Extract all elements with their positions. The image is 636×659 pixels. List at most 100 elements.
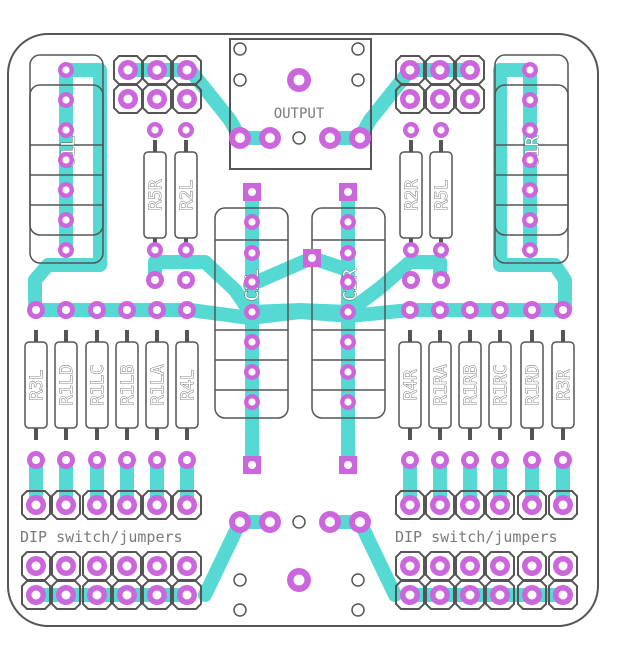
c1r-pad bbox=[522, 152, 538, 168]
input-jack-pad bbox=[229, 511, 251, 533]
c1r-pad bbox=[522, 92, 538, 108]
dip-pad bbox=[460, 585, 480, 605]
header-pad bbox=[430, 60, 450, 80]
resistor-r1rd: R1RD bbox=[520, 330, 544, 440]
resistor-r1ra-label: R1RA bbox=[431, 365, 451, 406]
c2l-pad bbox=[244, 274, 260, 290]
dip-pad bbox=[177, 495, 197, 515]
dip-pad bbox=[56, 556, 76, 576]
resistor-r1rc: R1RC bbox=[488, 330, 512, 440]
c1l-pad bbox=[58, 62, 74, 78]
dip-pad bbox=[87, 585, 107, 605]
c2l-pad bbox=[244, 214, 260, 230]
dip-pad bbox=[522, 585, 542, 605]
dip-pad bbox=[26, 556, 46, 576]
resistor-pad bbox=[177, 271, 195, 289]
output-jack-pad bbox=[229, 127, 251, 149]
resistor-r1la-label: R1LA bbox=[148, 365, 168, 406]
dip-pad bbox=[553, 585, 573, 605]
resistor-r3r: R3R bbox=[551, 330, 575, 440]
c1l-pad bbox=[58, 182, 74, 198]
resistor-r1rd-label: R1RD bbox=[523, 365, 543, 406]
header-pad bbox=[460, 60, 480, 80]
c2r-square-pad bbox=[339, 456, 357, 474]
dip-pad bbox=[26, 495, 46, 515]
header-pad bbox=[147, 60, 167, 80]
input-jack-pad bbox=[319, 511, 341, 533]
resistor-r1rb: R1RB bbox=[458, 330, 482, 440]
resistor-row-pad bbox=[178, 451, 196, 469]
c1r-pad bbox=[522, 242, 538, 258]
resistor-pad bbox=[146, 271, 164, 289]
bridge-pad bbox=[303, 249, 321, 267]
resistor-pad bbox=[178, 242, 194, 258]
c2r-pad bbox=[340, 394, 356, 410]
c2r-pad bbox=[340, 274, 356, 290]
dip-pad bbox=[177, 585, 197, 605]
bottom-jack-holes bbox=[233, 515, 365, 617]
resistor-pad bbox=[403, 122, 419, 138]
resistor-row-pad bbox=[118, 301, 136, 319]
dip-pad bbox=[460, 556, 480, 576]
dip-pad bbox=[87, 495, 107, 515]
resistor-r1lc: R1LC bbox=[85, 330, 109, 440]
c2l-pad bbox=[244, 245, 260, 261]
capacitor-c1l-body bbox=[29, 54, 104, 264]
resistor-pad bbox=[403, 242, 419, 258]
top-resistors: R5R R2L R2R R5L bbox=[143, 140, 453, 250]
resistor-r5r-label: R5R bbox=[146, 179, 166, 210]
dip-pad bbox=[56, 585, 76, 605]
resistor-r1rc-label: R1RC bbox=[491, 365, 511, 406]
resistor-row-pad bbox=[57, 301, 75, 319]
resistor-r2l-label: R2L bbox=[177, 180, 197, 211]
dip-pad bbox=[147, 495, 167, 515]
resistor-row-pad bbox=[178, 301, 196, 319]
c1l-pad bbox=[58, 242, 74, 258]
header-pad bbox=[147, 89, 167, 109]
dip-pad bbox=[56, 495, 76, 515]
output-label: OUTPUT bbox=[274, 106, 325, 122]
resistor-row-pad bbox=[118, 451, 136, 469]
dip-pad bbox=[87, 556, 107, 576]
header-pad bbox=[460, 89, 480, 109]
dip-pad bbox=[490, 556, 510, 576]
dip-pad bbox=[117, 495, 137, 515]
dip-pad bbox=[430, 585, 450, 605]
resistor-pad bbox=[433, 122, 449, 138]
resistor-r5r: R5R bbox=[143, 140, 167, 250]
dip-pad bbox=[522, 495, 542, 515]
resistor-r2r-label: R2R bbox=[402, 179, 422, 210]
c2r-pad bbox=[340, 304, 356, 320]
resistor-r4r-label: R4R bbox=[401, 369, 421, 400]
c1l-pad bbox=[58, 152, 74, 168]
resistor-r5l: R5L bbox=[429, 140, 453, 250]
resistor-r1rb-label: R1RB bbox=[461, 365, 481, 406]
resistor-row-pad bbox=[431, 451, 449, 469]
c1r-pad bbox=[522, 62, 538, 78]
output-jack-pad bbox=[319, 127, 341, 149]
c1l-pad bbox=[58, 122, 74, 138]
resistor-r5l-label: R5L bbox=[432, 180, 452, 211]
dip-label-right: DIP switch/jumpers bbox=[395, 528, 558, 546]
resistor-row-pad bbox=[491, 301, 509, 319]
c2l-pad bbox=[244, 304, 260, 320]
header-pad bbox=[430, 89, 450, 109]
resistor-pad bbox=[433, 242, 449, 258]
output-jack-pad bbox=[287, 68, 311, 92]
c2l-square-pad bbox=[243, 456, 261, 474]
header-pad bbox=[118, 89, 138, 109]
dip-pad bbox=[522, 556, 542, 576]
dip-pad bbox=[460, 495, 480, 515]
resistor-pad bbox=[147, 122, 163, 138]
resistor-row-pad bbox=[431, 301, 449, 319]
dip-pad bbox=[26, 585, 46, 605]
resistor-row-pad bbox=[554, 451, 572, 469]
c1l-pad bbox=[58, 92, 74, 108]
header-pad bbox=[400, 89, 420, 109]
c2r-pad bbox=[340, 245, 356, 261]
resistor-row-pad bbox=[88, 301, 106, 319]
dip-pad bbox=[553, 556, 573, 576]
resistor-row-pad bbox=[148, 301, 166, 319]
